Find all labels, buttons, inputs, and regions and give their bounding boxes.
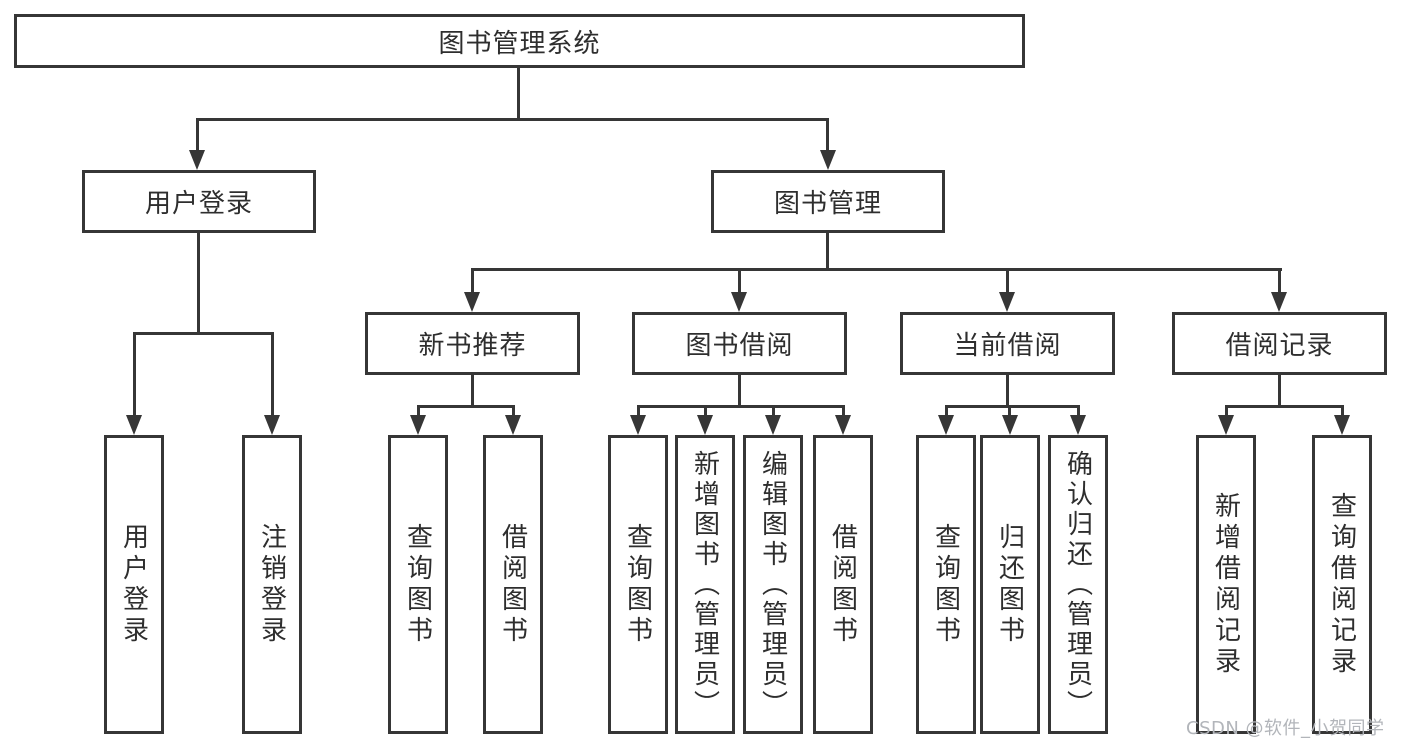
connector-line	[637, 405, 845, 408]
node-leaf-add-book-admin: 新增图书（管理员）	[675, 435, 735, 734]
arrow-down	[999, 292, 1015, 312]
node-leaf-query-book-current: 查询图书	[916, 435, 976, 734]
node-current-borrow: 当前借阅	[900, 312, 1115, 375]
connector-line	[133, 332, 274, 335]
arrow-down	[1070, 415, 1086, 435]
node-leaf-return-book: 归还图书	[980, 435, 1040, 734]
connector-line	[517, 68, 520, 120]
connector-line	[1077, 405, 1080, 417]
node-leaf-confirm-return-admin: 确认归还（管理员）	[1048, 435, 1108, 734]
connector-line	[133, 332, 136, 417]
connector-line	[1006, 268, 1009, 294]
arrow-down	[630, 415, 646, 435]
connector-line	[1278, 375, 1281, 407]
connector-line	[417, 405, 420, 417]
node-leaf-add-borrow-record: 新增借阅记录	[1196, 435, 1256, 734]
node-label: 借阅记录	[1225, 331, 1334, 361]
connector-line	[945, 405, 1080, 408]
connector-line	[471, 375, 474, 407]
arrow-down	[765, 415, 781, 435]
arrow-down	[697, 415, 713, 435]
node-label: 查询图书	[930, 522, 961, 647]
arrow-down	[731, 292, 747, 312]
node-leaf-query-book-recommend: 查询图书	[388, 435, 448, 734]
node-label: 图书管理	[773, 189, 882, 219]
connector-line	[471, 268, 1282, 271]
connector-line	[417, 405, 515, 408]
node-label: 借阅图书	[497, 522, 528, 647]
connector-line	[197, 233, 200, 334]
node-leaf-edit-book-admin: 编辑图书（管理员）	[743, 435, 803, 734]
node-new-book-recommend: 新书推荐	[365, 312, 580, 375]
node-label: 注销登录	[256, 522, 287, 647]
connector-line	[772, 405, 775, 417]
connector-line	[738, 375, 741, 407]
arrow-down	[820, 150, 836, 170]
connector-line	[271, 332, 274, 417]
connector-line	[704, 405, 707, 417]
node-label: 图书借阅	[685, 331, 794, 361]
connector-line	[842, 405, 845, 417]
connector-line	[945, 405, 948, 417]
node-label: 新书推荐	[418, 331, 527, 361]
node-leaf-user-login: 用户登录	[104, 435, 164, 734]
connector-line	[826, 118, 829, 152]
connector-line	[1225, 405, 1344, 408]
connector-line	[1278, 268, 1281, 294]
arrow-down	[126, 415, 142, 435]
node-leaf-borrow-book-recommend: 借阅图书	[483, 435, 543, 734]
connector-line	[1341, 405, 1344, 417]
connector-line	[196, 118, 199, 152]
arrow-down	[938, 415, 954, 435]
node-label: 新增图书（管理员）	[689, 449, 720, 720]
connector-line	[512, 405, 515, 417]
arrow-down	[1271, 292, 1287, 312]
node-root-library-system: 图书管理系统	[14, 14, 1025, 68]
arrow-down	[189, 150, 205, 170]
node-label: 确认归还（管理员）	[1062, 449, 1093, 720]
node-label: 当前借阅	[953, 331, 1062, 361]
connector-line	[637, 405, 640, 417]
connector-line	[471, 268, 474, 294]
arrow-down	[505, 415, 521, 435]
node-label: 归还图书	[994, 522, 1025, 647]
arrow-down	[835, 415, 851, 435]
csdn-watermark: CSDN @软件_小贺同学	[1186, 718, 1385, 739]
node-book-management: 图书管理	[711, 170, 945, 233]
node-label: 借阅图书	[827, 522, 858, 647]
node-label: 查询图书	[402, 522, 433, 647]
node-label: 新增借阅记录	[1210, 491, 1241, 678]
node-label: 用户登录	[118, 522, 149, 647]
connector-line	[1225, 405, 1228, 417]
arrow-down	[1002, 415, 1018, 435]
node-label: 编辑图书（管理员）	[757, 449, 788, 720]
node-book-borrow: 图书借阅	[632, 312, 847, 375]
arrow-down	[410, 415, 426, 435]
node-leaf-query-borrow-record: 查询借阅记录	[1312, 435, 1372, 734]
connector-line	[1006, 375, 1009, 407]
node-leaf-logout: 注销登录	[242, 435, 302, 734]
connector-line	[738, 268, 741, 294]
node-leaf-query-book-borrow: 查询图书	[608, 435, 668, 734]
arrow-down	[1334, 415, 1350, 435]
node-label: 查询借阅记录	[1326, 491, 1357, 678]
node-leaf-borrow-book: 借阅图书	[813, 435, 873, 734]
connector-line	[1008, 405, 1011, 417]
node-label: 查询图书	[622, 522, 653, 647]
node-label: 图书管理系统	[438, 28, 601, 59]
arrow-down	[264, 415, 280, 435]
arrow-down	[464, 292, 480, 312]
connector-line	[196, 118, 829, 121]
node-label: 用户登录	[144, 189, 253, 219]
arrow-down	[1218, 415, 1234, 435]
node-user-login: 用户登录	[82, 170, 316, 233]
node-borrow-record: 借阅记录	[1172, 312, 1387, 375]
connector-line	[826, 233, 829, 270]
